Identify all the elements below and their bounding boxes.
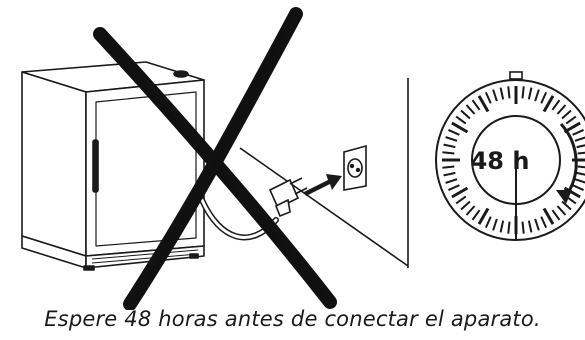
timer-tick (577, 165, 585, 169)
instruction-illustration: 48 h (21, 7, 585, 310)
timer-tick (443, 171, 456, 177)
timer-tick (451, 186, 469, 199)
timer-tick (484, 91, 492, 104)
timer-tick (455, 195, 467, 205)
timer-tick (561, 109, 572, 120)
wall (239, 78, 409, 268)
timer-tick (492, 218, 498, 231)
timer-tick (471, 99, 481, 111)
timer-tick (443, 143, 456, 149)
timer-tick (577, 151, 585, 155)
power-plug-icon (268, 177, 308, 218)
timer-tick (556, 205, 567, 216)
timer-tick (542, 207, 555, 225)
timer-tick (477, 95, 490, 113)
timer-tick (447, 128, 460, 136)
timer-tick (574, 136, 585, 142)
timer-tick (540, 216, 548, 229)
timer-tick (460, 109, 471, 120)
timer-tick (442, 165, 455, 169)
timer-tick (521, 221, 525, 234)
timer-tick (542, 95, 555, 113)
timer-tick (451, 121, 469, 134)
timer-tick (527, 87, 533, 100)
timer-tick (540, 91, 548, 104)
timer-label: 48 h (471, 147, 530, 175)
appliance (21, 61, 205, 271)
timer-tick (445, 136, 458, 142)
timer-tick (499, 220, 505, 233)
right-arrow-icon (304, 174, 342, 196)
timer-tick (556, 104, 567, 115)
timer-tick (492, 89, 498, 102)
timer-tick (499, 87, 505, 100)
timer-tick (572, 184, 585, 192)
timer-progress-arrow (559, 122, 578, 197)
timer-tick (465, 104, 476, 115)
timer-tick (551, 99, 561, 111)
timer-tick (576, 171, 585, 176)
timer-tick (574, 178, 585, 184)
timer-tick (576, 144, 585, 149)
timer-tick (507, 86, 511, 99)
timer-tick (442, 151, 455, 155)
timer-tick (507, 221, 511, 234)
instruction-caption: Espere 48 horas antes de conectar el apa… (44, 307, 541, 331)
timer-tick (465, 205, 476, 216)
timer-tick (471, 209, 481, 221)
timer-tick (477, 207, 490, 225)
timer-tick (561, 200, 572, 211)
timer-tick (447, 184, 460, 192)
timer-tick (460, 200, 471, 211)
stopwatch-icon: 48 h (435, 71, 585, 241)
cross-out-icon (93, 7, 337, 310)
wall-socket-icon (343, 144, 367, 191)
timer-tick (484, 216, 492, 229)
timer-tick (527, 220, 533, 233)
timer-tick (534, 218, 540, 231)
timer-ticks (442, 86, 585, 234)
timer-tick (563, 186, 581, 199)
timer-tick (534, 89, 540, 102)
timer-tick (455, 115, 467, 125)
timer-tick (551, 209, 561, 221)
timer-tick (565, 115, 577, 125)
timer-tick (521, 86, 525, 99)
timer-tick (445, 178, 458, 184)
timer-tick (572, 128, 585, 136)
